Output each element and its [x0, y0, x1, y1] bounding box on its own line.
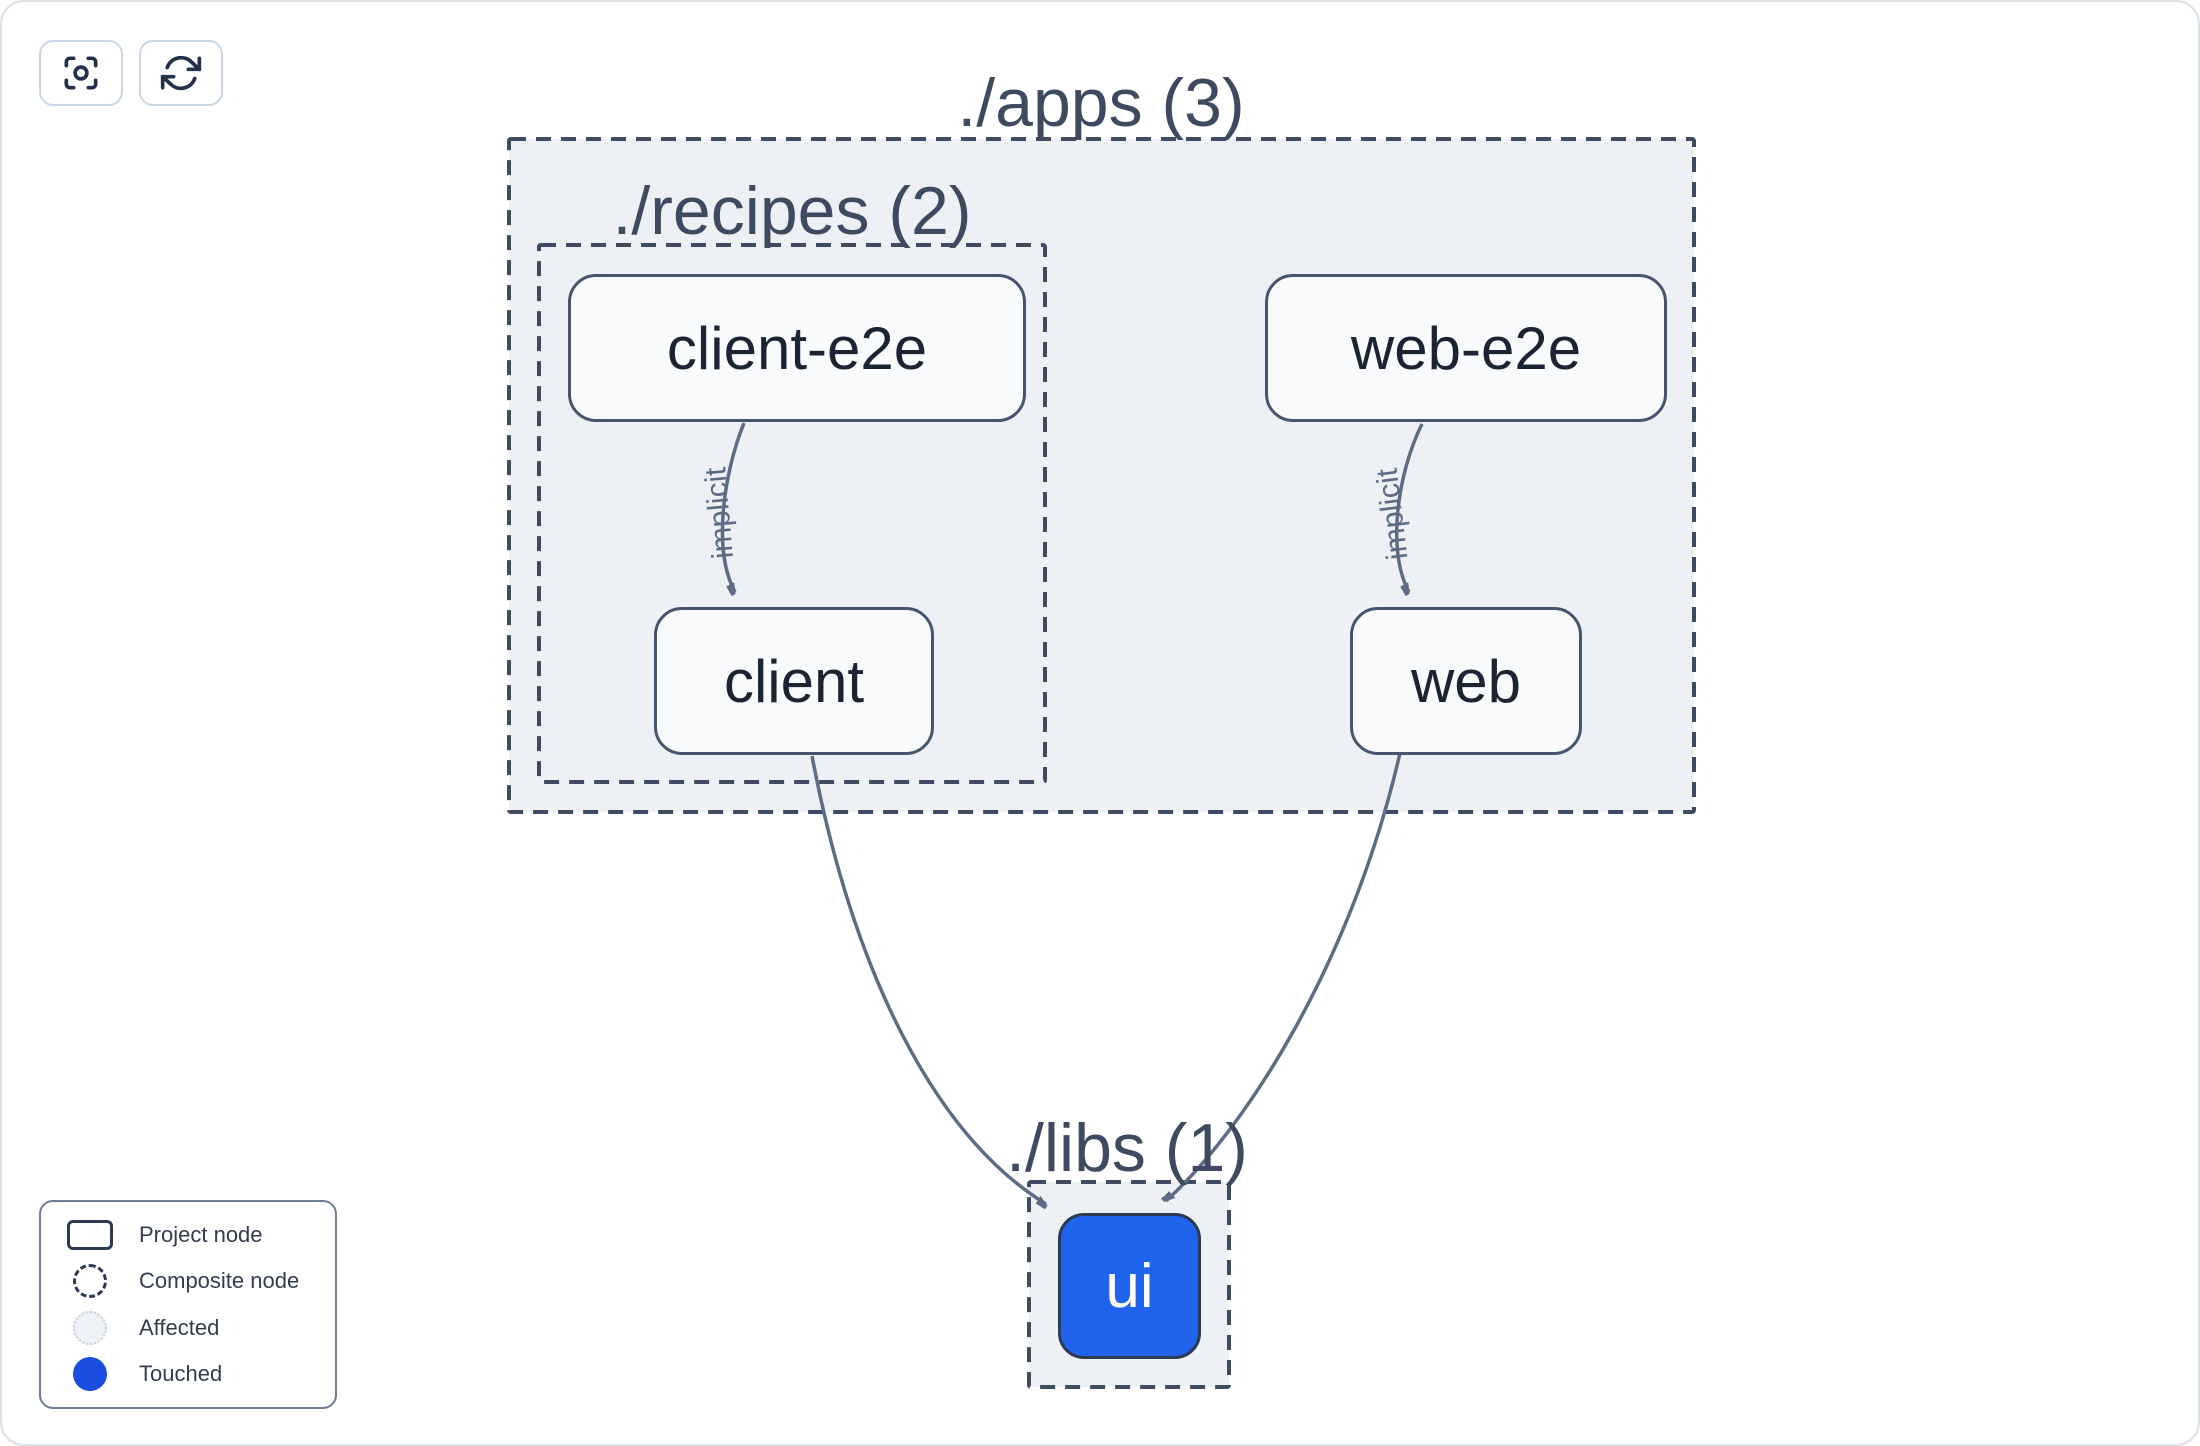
edge-client-to-ui[interactable]: [810, 755, 1046, 1204]
legend-label: Composite node: [139, 1268, 300, 1294]
focus-button[interactable]: [39, 40, 123, 106]
refresh-icon: [160, 55, 202, 91]
node-label: ui: [1105, 1251, 1154, 1321]
node-ui[interactable]: ui: [1058, 1213, 1201, 1359]
node-label: client-e2e: [666, 314, 928, 382]
edge-web-to-ui[interactable]: [1166, 752, 1402, 1201]
project-node-swatch: [67, 1220, 113, 1251]
legend-item-touched: Touched: [41, 1351, 335, 1397]
node-label: web-e2e: [1350, 314, 1582, 382]
node-client[interactable]: client: [654, 607, 934, 755]
group-label-libs: ./libs (1): [1006, 1110, 1248, 1186]
toolbar: [39, 40, 223, 106]
edge-client-e2e-to-client[interactable]: [720, 422, 746, 592]
legend-item-project-node: Project node: [41, 1212, 335, 1258]
group-label-recipes: ./recipes (2): [612, 173, 972, 249]
legend-label: Touched: [139, 1360, 223, 1386]
legend: Project node Composite node Affected Tou…: [39, 1200, 337, 1409]
legend-item-composite-node: Composite node: [41, 1258, 335, 1304]
touched-swatch: [73, 1356, 107, 1391]
node-web[interactable]: web: [1350, 607, 1582, 755]
node-web-e2e[interactable]: web-e2e: [1265, 274, 1667, 422]
edge-web-e2e-to-web[interactable]: [1394, 423, 1424, 592]
node-label: client: [723, 647, 865, 715]
node-client-e2e[interactable]: client-e2e: [568, 274, 1026, 422]
affected-swatch: [73, 1310, 107, 1345]
refresh-button[interactable]: [139, 40, 223, 106]
node-label: web: [1410, 647, 1522, 715]
focus-target-icon: [64, 56, 98, 90]
legend-item-affected: Affected: [41, 1305, 335, 1351]
group-label-apps: ./apps (3): [957, 65, 1245, 141]
legend-label: Project node: [139, 1222, 263, 1248]
composite-node-swatch: [73, 1264, 107, 1299]
legend-label: Affected: [139, 1314, 220, 1340]
